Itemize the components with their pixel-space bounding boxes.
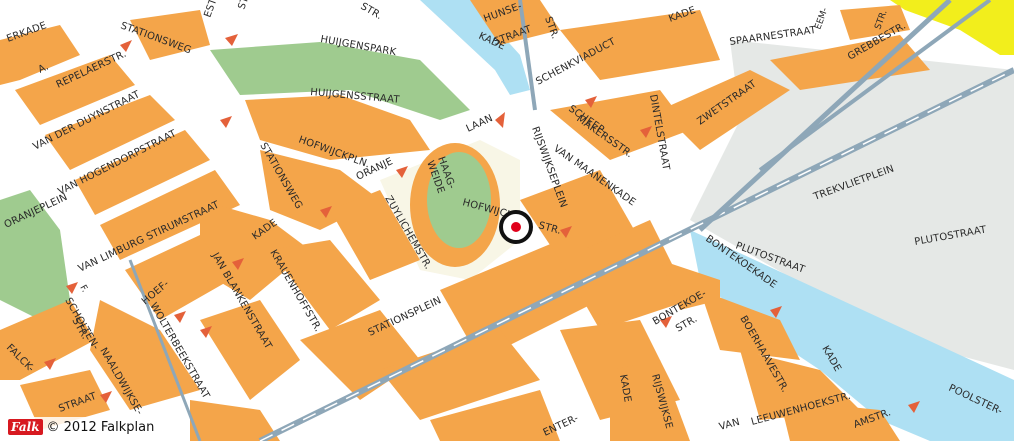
street-label: STR. xyxy=(236,0,254,11)
copyright-text: © 2012 Falkplan xyxy=(46,419,155,435)
falk-logo[interactable]: Falk xyxy=(8,419,43,435)
street-label: KADE xyxy=(617,374,633,404)
rail-yard-area xyxy=(690,40,1014,370)
copyright-bar: Falk © 2012 Falkplan xyxy=(8,417,159,437)
canal-water-north xyxy=(420,0,530,95)
canal-water xyxy=(690,230,1014,441)
park-oranjeplein xyxy=(0,190,70,320)
location-marker[interactable] xyxy=(499,210,533,244)
haagweide-oval-park xyxy=(427,152,491,248)
one-way-arrows xyxy=(44,34,920,413)
street-label: VAN xyxy=(718,417,741,433)
park-huijgenspark xyxy=(210,42,470,120)
railway-lines xyxy=(128,0,1014,441)
highway xyxy=(890,0,1014,55)
street-label: F. xyxy=(77,284,89,295)
street-label: A. xyxy=(37,61,51,75)
